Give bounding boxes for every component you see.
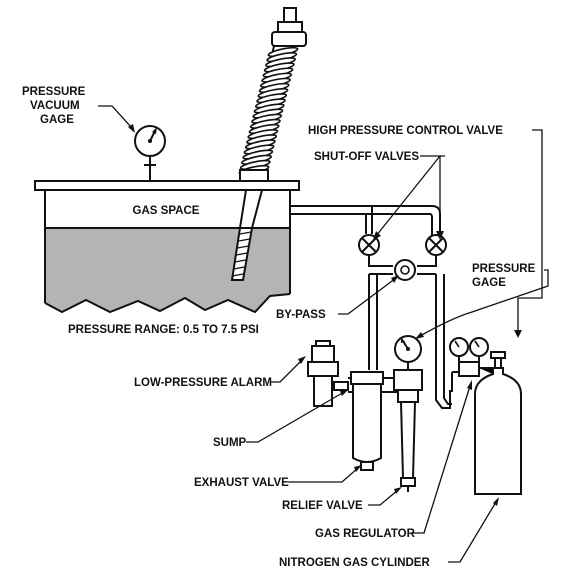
pressure-vacuum-gage: [134, 125, 166, 181]
shut-off-valves-leader: [375, 155, 445, 237]
bushing: [230, 7, 307, 281]
downpipe-right: [435, 274, 452, 409]
tank-cutaway-edge: [44, 293, 291, 314]
pressure-gage-leader: [419, 269, 549, 337]
by-pass-loop: [368, 255, 437, 281]
exhaust-valve: [360, 461, 374, 471]
bushing-sheds: [238, 46, 299, 176]
high-pressure-control-valve-label: HIGH PRESSURE CONTROL VALVE: [308, 125, 503, 137]
pressure-gage-label-2: GAGE: [472, 277, 506, 289]
gas-piping: [290, 205, 441, 238]
nitrogen-gas-cylinder: [474, 351, 522, 495]
sump-label: SUMP: [213, 437, 247, 449]
sump-leader: [246, 391, 345, 443]
shut-off-valve-right: [425, 234, 447, 256]
bushing-ring: [235, 252, 248, 256]
gas-regulator: [449, 337, 498, 392]
bushing-ring: [237, 245, 249, 249]
tank-cover: [34, 180, 300, 191]
low-pressure-alarm: [307, 340, 349, 407]
by-pass-label: BY-PASS: [276, 309, 326, 321]
bushing-ring: [239, 231, 252, 235]
shut-off-valve-left: [358, 234, 380, 256]
low-pressure-alarm-label: LOW-PRESSURE ALARM: [134, 377, 272, 389]
exhaust-valve-label: EXHAUST VALVE: [194, 477, 289, 489]
bushing-lower-rings: [232, 231, 252, 277]
relief-valve-assembly: [393, 369, 423, 492]
oil-region: [45, 228, 290, 312]
gas-space-label: GAS SPACE: [133, 205, 200, 217]
relief-valve-label: RELIEF VALVE: [282, 500, 363, 512]
nitrogen-gas-cylinder-leader: [448, 501, 497, 563]
gas-regulator-leader: [412, 385, 471, 534]
downpipe-left: [368, 274, 378, 370]
bushing-ring: [233, 266, 245, 270]
svg-text:GAGE: GAGE: [40, 114, 74, 126]
sump: [350, 371, 384, 471]
high-pressure-control-valve-leader: [517, 129, 543, 332]
bushing-ring: [238, 238, 250, 242]
by-pass-valve: [394, 259, 416, 281]
nitrogen-gas-cylinder-label: NITROGEN GAS CYLINDER: [279, 557, 430, 569]
svg-text:VACUUM: VACUUM: [30, 100, 80, 112]
gas-regulator-label: GAS REGULATOR: [315, 528, 416, 540]
pressure-vacuum-gage-label: PRESSURE VACUUM GAGE: [22, 86, 86, 126]
pressure-range-label: PRESSURE RANGE: 0.5 TO 7.5 PSI: [68, 324, 259, 336]
bushing-ring: [234, 259, 246, 263]
shut-off-valves-label: SHUT-OFF VALVES: [314, 151, 419, 163]
by-pass-leader: [338, 277, 397, 315]
relief-valve: [400, 477, 416, 487]
pressure-vacuum-gage-leader: [98, 105, 133, 129]
pressure-gage: [394, 335, 422, 370]
bushing-ring: [232, 273, 244, 277]
relief-valve-leader: [368, 489, 399, 506]
svg-text:PRESSURE: PRESSURE: [22, 86, 86, 98]
pressure-gage-label: PRESSURE: [472, 263, 536, 275]
exhaust-valve-leader: [288, 467, 359, 483]
tank-walls: [44, 190, 291, 303]
low-pressure-alarm-leader: [270, 359, 303, 383]
